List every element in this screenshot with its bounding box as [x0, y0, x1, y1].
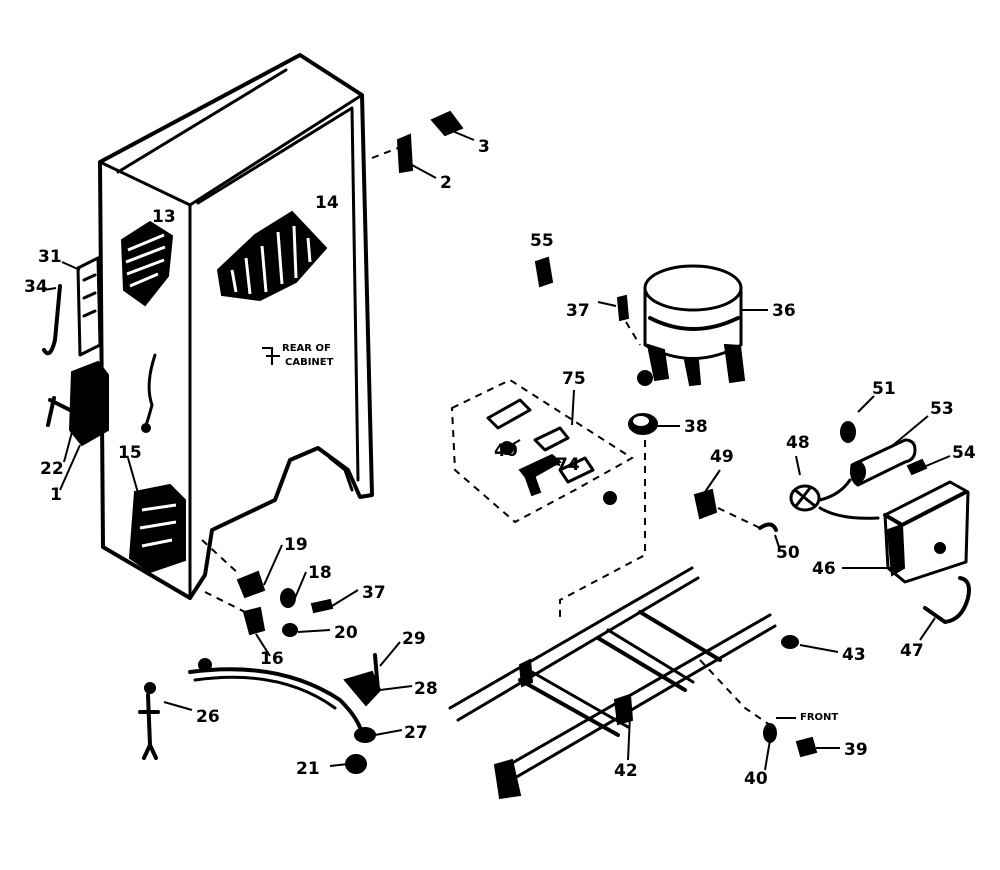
label-38: 38	[684, 417, 708, 437]
bracket-22	[46, 360, 109, 447]
label-55: 55	[530, 231, 554, 251]
label-14: 14	[315, 193, 339, 213]
label-26: 26	[196, 707, 220, 727]
label-75: 75	[562, 369, 586, 389]
label-37-upper: 37	[566, 301, 590, 321]
screw-29	[373, 653, 380, 692]
label-13: 13	[152, 207, 176, 227]
front-note-text: FRONT	[800, 712, 838, 723]
wire-50	[758, 522, 778, 532]
support-26	[138, 682, 160, 760]
label-2: 2	[440, 173, 452, 193]
label-18: 18	[308, 563, 332, 583]
rear-of-cabinet-note: REAR OF CABINET	[262, 343, 334, 368]
label-53: 53	[930, 399, 954, 419]
mounting-bracket-74	[500, 441, 617, 505]
washer-40	[763, 723, 777, 743]
rear-note-line2: CABINET	[285, 357, 334, 368]
label-16: 16	[260, 649, 284, 669]
label-37-lower: 37	[362, 583, 386, 603]
part-labels: 3 2 13 14 31 34 22 1 15 19 18 37 20 16 2…	[24, 137, 976, 789]
fitting-21	[345, 754, 367, 774]
label-21: 21	[296, 759, 320, 779]
grommet-43	[781, 635, 799, 649]
clip-3	[430, 110, 464, 137]
screw-37-lower	[310, 598, 334, 614]
clip-49	[693, 488, 718, 520]
label-43: 43	[842, 645, 866, 665]
screw-2	[396, 133, 414, 174]
hook-34	[42, 284, 62, 356]
label-3: 3	[478, 137, 490, 157]
front-note: FRONT	[776, 712, 838, 723]
label-39: 39	[844, 740, 868, 760]
label-1: 1	[50, 485, 62, 505]
label-48: 48	[786, 433, 810, 453]
capacitor-53	[850, 438, 917, 487]
label-51: 51	[872, 379, 896, 399]
label-36: 36	[772, 301, 796, 321]
part-55	[534, 256, 554, 288]
grommet-38	[628, 413, 658, 435]
spring-clip	[141, 353, 157, 433]
label-15: 15	[118, 443, 142, 463]
screw-18	[280, 588, 296, 608]
compressor-36	[637, 264, 746, 387]
label-49: 49	[710, 447, 734, 467]
bail-clamp-47	[923, 576, 971, 624]
bracket-outline-75	[450, 378, 634, 524]
relay-48	[789, 484, 821, 512]
washer-20	[282, 623, 298, 637]
label-29: 29	[402, 629, 426, 649]
bolt-37	[616, 294, 630, 322]
label-50: 50	[776, 543, 800, 563]
vent-louver-13	[120, 220, 174, 307]
cabinet-rear-panel	[98, 53, 374, 600]
label-20: 20	[334, 623, 358, 643]
terminal-cover-46	[883, 480, 970, 584]
bracket-31	[76, 256, 102, 357]
label-74: 74	[556, 455, 580, 475]
clip-16	[242, 606, 266, 636]
label-19: 19	[284, 535, 308, 555]
nut-39	[795, 736, 818, 758]
label-40-upper: 40	[494, 441, 518, 461]
label-31: 31	[38, 247, 62, 267]
rear-note-line1: REAR OF	[282, 343, 331, 354]
label-28: 28	[414, 679, 438, 699]
label-42: 42	[614, 761, 638, 781]
label-34: 34	[24, 277, 48, 297]
bracket-19	[236, 570, 266, 599]
leader-lines	[43, 127, 951, 771]
label-27: 27	[404, 723, 428, 743]
label-54: 54	[952, 443, 976, 463]
control-box-15	[128, 483, 186, 574]
screw-51	[840, 421, 856, 443]
label-40-lower: 40	[744, 769, 768, 789]
tube-assembly	[188, 658, 364, 737]
clip-54	[906, 458, 928, 476]
vent-louver-14	[216, 210, 328, 302]
fitting-27	[354, 727, 376, 743]
label-22: 22	[40, 459, 64, 479]
base-frame-42	[448, 566, 777, 800]
label-47: 47	[900, 641, 924, 661]
label-46: 46	[812, 559, 836, 579]
clamp-28	[343, 670, 382, 707]
